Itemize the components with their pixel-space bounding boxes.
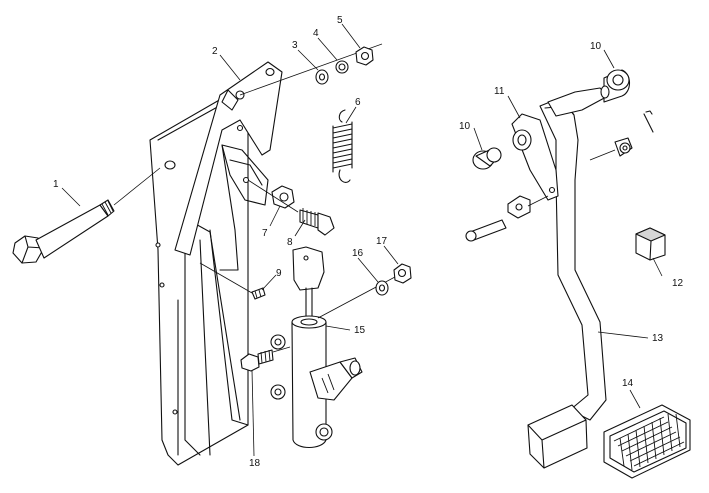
- pedal-pad-part-13: [527, 404, 588, 469]
- pedal-arm-part-11-13: [511, 85, 610, 421]
- callout-16: 16: [352, 248, 364, 259]
- bolt-part-18: [240, 346, 291, 372]
- pivot-bolt-part-1: [12, 167, 161, 264]
- washer-part-3: [315, 69, 329, 85]
- screw-part-9: [199, 262, 266, 300]
- lock-washer-part-4: [335, 60, 349, 74]
- callout-6: 6: [355, 97, 361, 108]
- clevis-pin-assembly: [465, 110, 654, 242]
- bushing-part-10-upper: [603, 69, 631, 103]
- callout-2: 2: [212, 46, 218, 57]
- return-spring-part-6: [332, 109, 353, 183]
- pedal-pad-cover-part-14: [603, 404, 691, 479]
- callout-12: 12: [672, 278, 684, 289]
- callout-8: 8: [287, 237, 293, 248]
- bolt-part-8: [299, 208, 335, 236]
- washer-part-16: [375, 280, 389, 296]
- callout-10-lower: 10: [459, 121, 471, 132]
- callout-14: 14: [622, 378, 634, 389]
- nut-part-17: [393, 263, 412, 284]
- callout-17: 17: [376, 236, 388, 247]
- pedal-bracket-plate: [149, 94, 249, 466]
- nut-part-5: [355, 46, 374, 66]
- callout-7: 7: [262, 228, 268, 239]
- callout-15: 15: [354, 325, 366, 336]
- stopper-part-12: [635, 227, 666, 261]
- callout-9: 9: [276, 268, 282, 279]
- callout-13: 13: [652, 333, 664, 344]
- bushing-part-10-lower: [472, 147, 502, 170]
- pedal-bracket-upper: [174, 61, 283, 271]
- callout-leaders: [61, 23, 663, 457]
- nut-part-7: [271, 185, 295, 209]
- callout-1: 1: [53, 179, 59, 190]
- callout-5: 5: [337, 15, 343, 26]
- callout-18: 18: [249, 458, 261, 469]
- callout-11: 11: [494, 86, 505, 97]
- callout-3: 3: [292, 40, 298, 51]
- callout-4: 4: [313, 28, 319, 39]
- callout-10-upper: 10: [590, 41, 602, 52]
- master-cylinder-part-15: [270, 246, 363, 449]
